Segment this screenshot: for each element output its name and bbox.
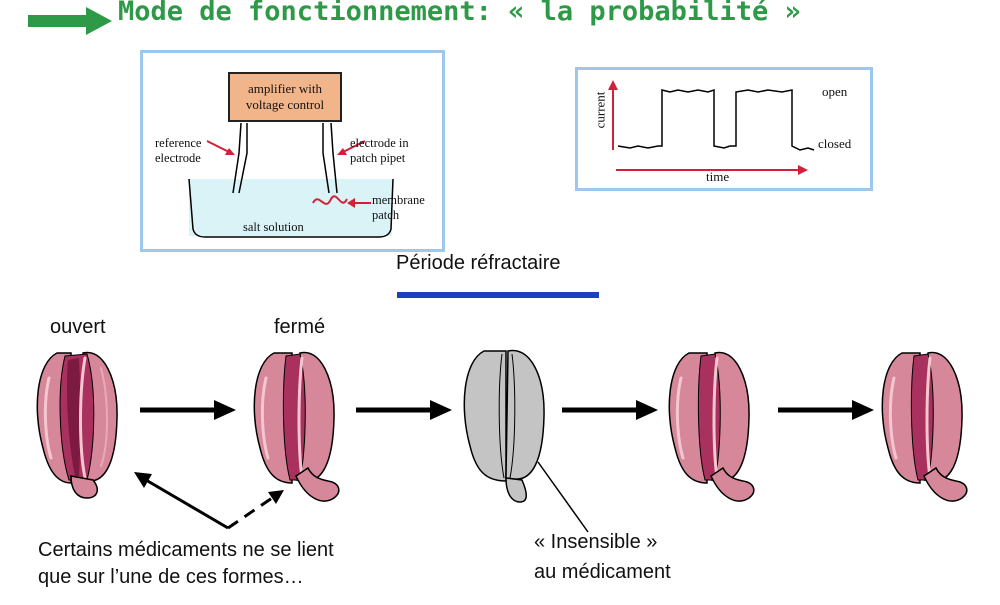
drug-note-line1: Certains médicaments ne se lient — [38, 539, 334, 561]
amplifier-box: amplifier with voltage control — [228, 72, 342, 122]
insensitive-note-line2: au médicament — [534, 561, 671, 583]
membrane-patch-line2: patch — [372, 208, 400, 222]
state-open-label: ouvert — [50, 316, 106, 338]
patch-electrode-label: electrode in patch pipet — [350, 136, 409, 166]
arrow-2 — [356, 400, 452, 420]
time-axis-label: time — [706, 169, 730, 184]
recording-panel: current time open closed — [575, 67, 873, 191]
reference-electrode-line1: reference — [155, 136, 202, 150]
arrow-1 — [140, 400, 236, 420]
patch-electrode-line1: electrode in — [350, 136, 409, 150]
membrane-patch-label: membrane patch — [372, 193, 425, 223]
insensitive-pointer-line — [537, 461, 589, 533]
drug-note-line2: que sur l’une de ces formes… — [38, 566, 304, 588]
reference-electrode-label: reference electrode — [155, 136, 201, 166]
salt-solution-label: salt solution — [243, 220, 304, 234]
arrow-4 — [778, 400, 874, 420]
drug-note: Certains médicaments ne se lient que sur… — [38, 537, 334, 591]
state-closed-label: fermé — [274, 316, 326, 338]
insensitive-note: « Insensible » au médicament — [534, 527, 671, 587]
title-arrow — [28, 7, 112, 35]
open-label: open — [822, 84, 848, 99]
drug-pointer-arrows — [134, 472, 284, 530]
membrane-patch-line1: membrane — [372, 193, 425, 207]
patch-electrode-line2: patch pipet — [350, 151, 406, 165]
patch-clamp-panel: amplifier with voltage control reference… — [140, 50, 445, 252]
refractory-bar — [397, 292, 599, 298]
patch-clamp-drawing — [188, 122, 394, 238]
page-title: Mode de fonctionnement: « la probabilité… — [118, 0, 801, 27]
arrow-3 — [562, 400, 658, 420]
closed-label: closed — [818, 136, 852, 151]
refractory-label: Période réfractaire — [396, 252, 561, 274]
insensitive-note-line1: « Insensible » — [534, 531, 658, 553]
current-trace — [608, 80, 815, 175]
reference-electrode-line2: electrode — [155, 151, 201, 165]
amplifier-label-line2: voltage control — [245, 97, 325, 112]
amplifier-label-line1: amplifier with — [247, 81, 322, 96]
